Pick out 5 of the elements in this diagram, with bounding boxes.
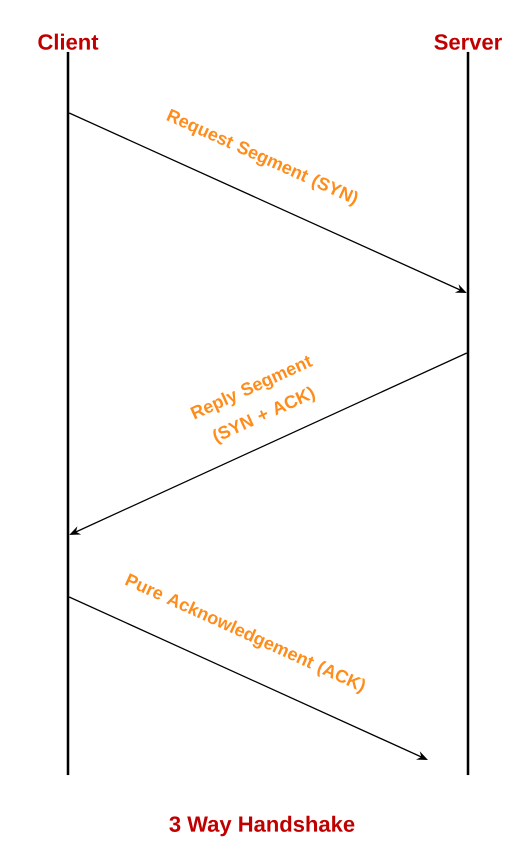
node-label: Client [38, 34, 98, 50]
lifeline: Client [38, 34, 98, 776]
lifeline: Server [434, 34, 502, 776]
node-label: Server [434, 34, 502, 50]
title: 3 Way Handshake [169, 816, 354, 836]
